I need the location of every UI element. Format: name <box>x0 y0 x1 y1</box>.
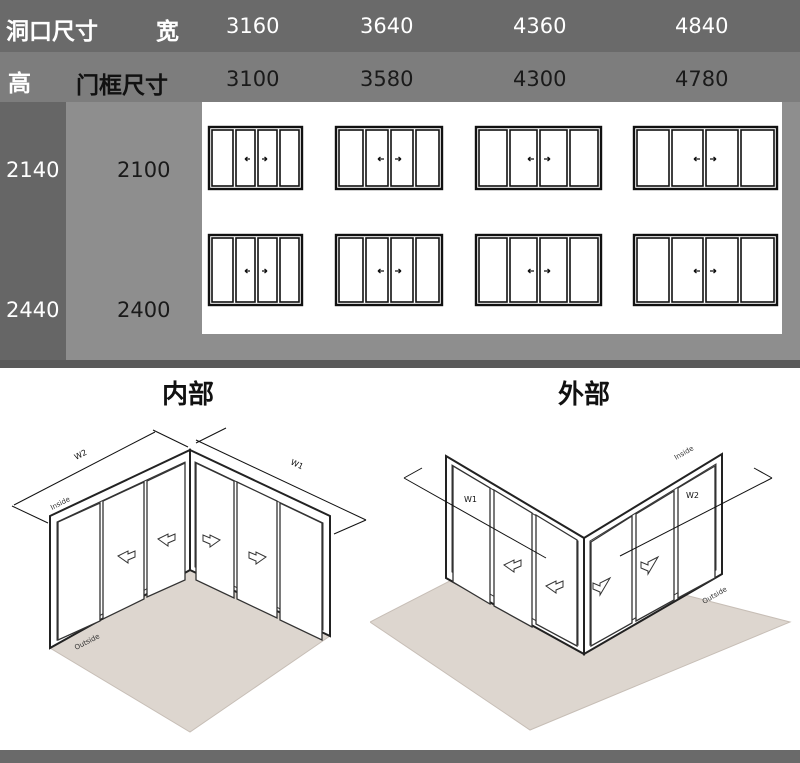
opening-height-2: 2440 <box>6 298 60 322</box>
door-unit-r1c1 <box>207 125 304 191</box>
door-grid <box>207 125 779 307</box>
height-label: 高 <box>8 71 31 97</box>
door-unit-r1c3 <box>474 125 603 191</box>
opening-width-3: 4360 <box>513 14 567 38</box>
opening-width-2: 3640 <box>360 14 414 38</box>
frame-height-1: 2100 <box>117 158 171 182</box>
door-unit-r2c4 <box>632 233 779 307</box>
interior-diagram: W2 W1 Inside Outside <box>11 427 367 733</box>
opening-width-1: 3160 <box>226 14 280 38</box>
exterior-w1-label: W1 <box>464 495 477 504</box>
exterior-title: 外部 <box>558 380 611 410</box>
interior-w1-label: W1 <box>289 458 305 472</box>
frame-width-1: 3100 <box>226 67 280 91</box>
door-unit-r2c2 <box>334 233 444 307</box>
interior-w2-label: W2 <box>73 448 89 462</box>
frame-width-4: 4780 <box>675 67 729 91</box>
interior-title: 内部 <box>162 380 215 410</box>
exterior-inside-label: Inside <box>673 444 695 461</box>
opening-size-label: 洞口尺寸 <box>6 19 98 45</box>
divider-band <box>0 360 800 368</box>
door-unit-r2c3 <box>474 233 603 307</box>
door-unit-r1c4 <box>632 125 779 191</box>
opening-width-4: 4840 <box>675 14 729 38</box>
opening-height-1: 2140 <box>6 158 60 182</box>
frame-width-3: 4300 <box>513 67 567 91</box>
footer-band <box>0 750 800 763</box>
width-label: 宽 <box>156 19 179 45</box>
door-unit-r2c1 <box>207 233 304 307</box>
frame-width-2: 3580 <box>360 67 414 91</box>
frame-height-2: 2400 <box>117 298 171 322</box>
frame-size-label: 门框尺寸 <box>76 73 168 99</box>
door-unit-r1c2 <box>334 125 444 191</box>
exterior-w2-label: W2 <box>686 491 699 500</box>
header-band <box>0 0 800 52</box>
height-column <box>0 102 66 360</box>
exterior-diagram: W1 W2 Inside Outside <box>370 444 792 731</box>
frame-size-band <box>0 52 800 102</box>
